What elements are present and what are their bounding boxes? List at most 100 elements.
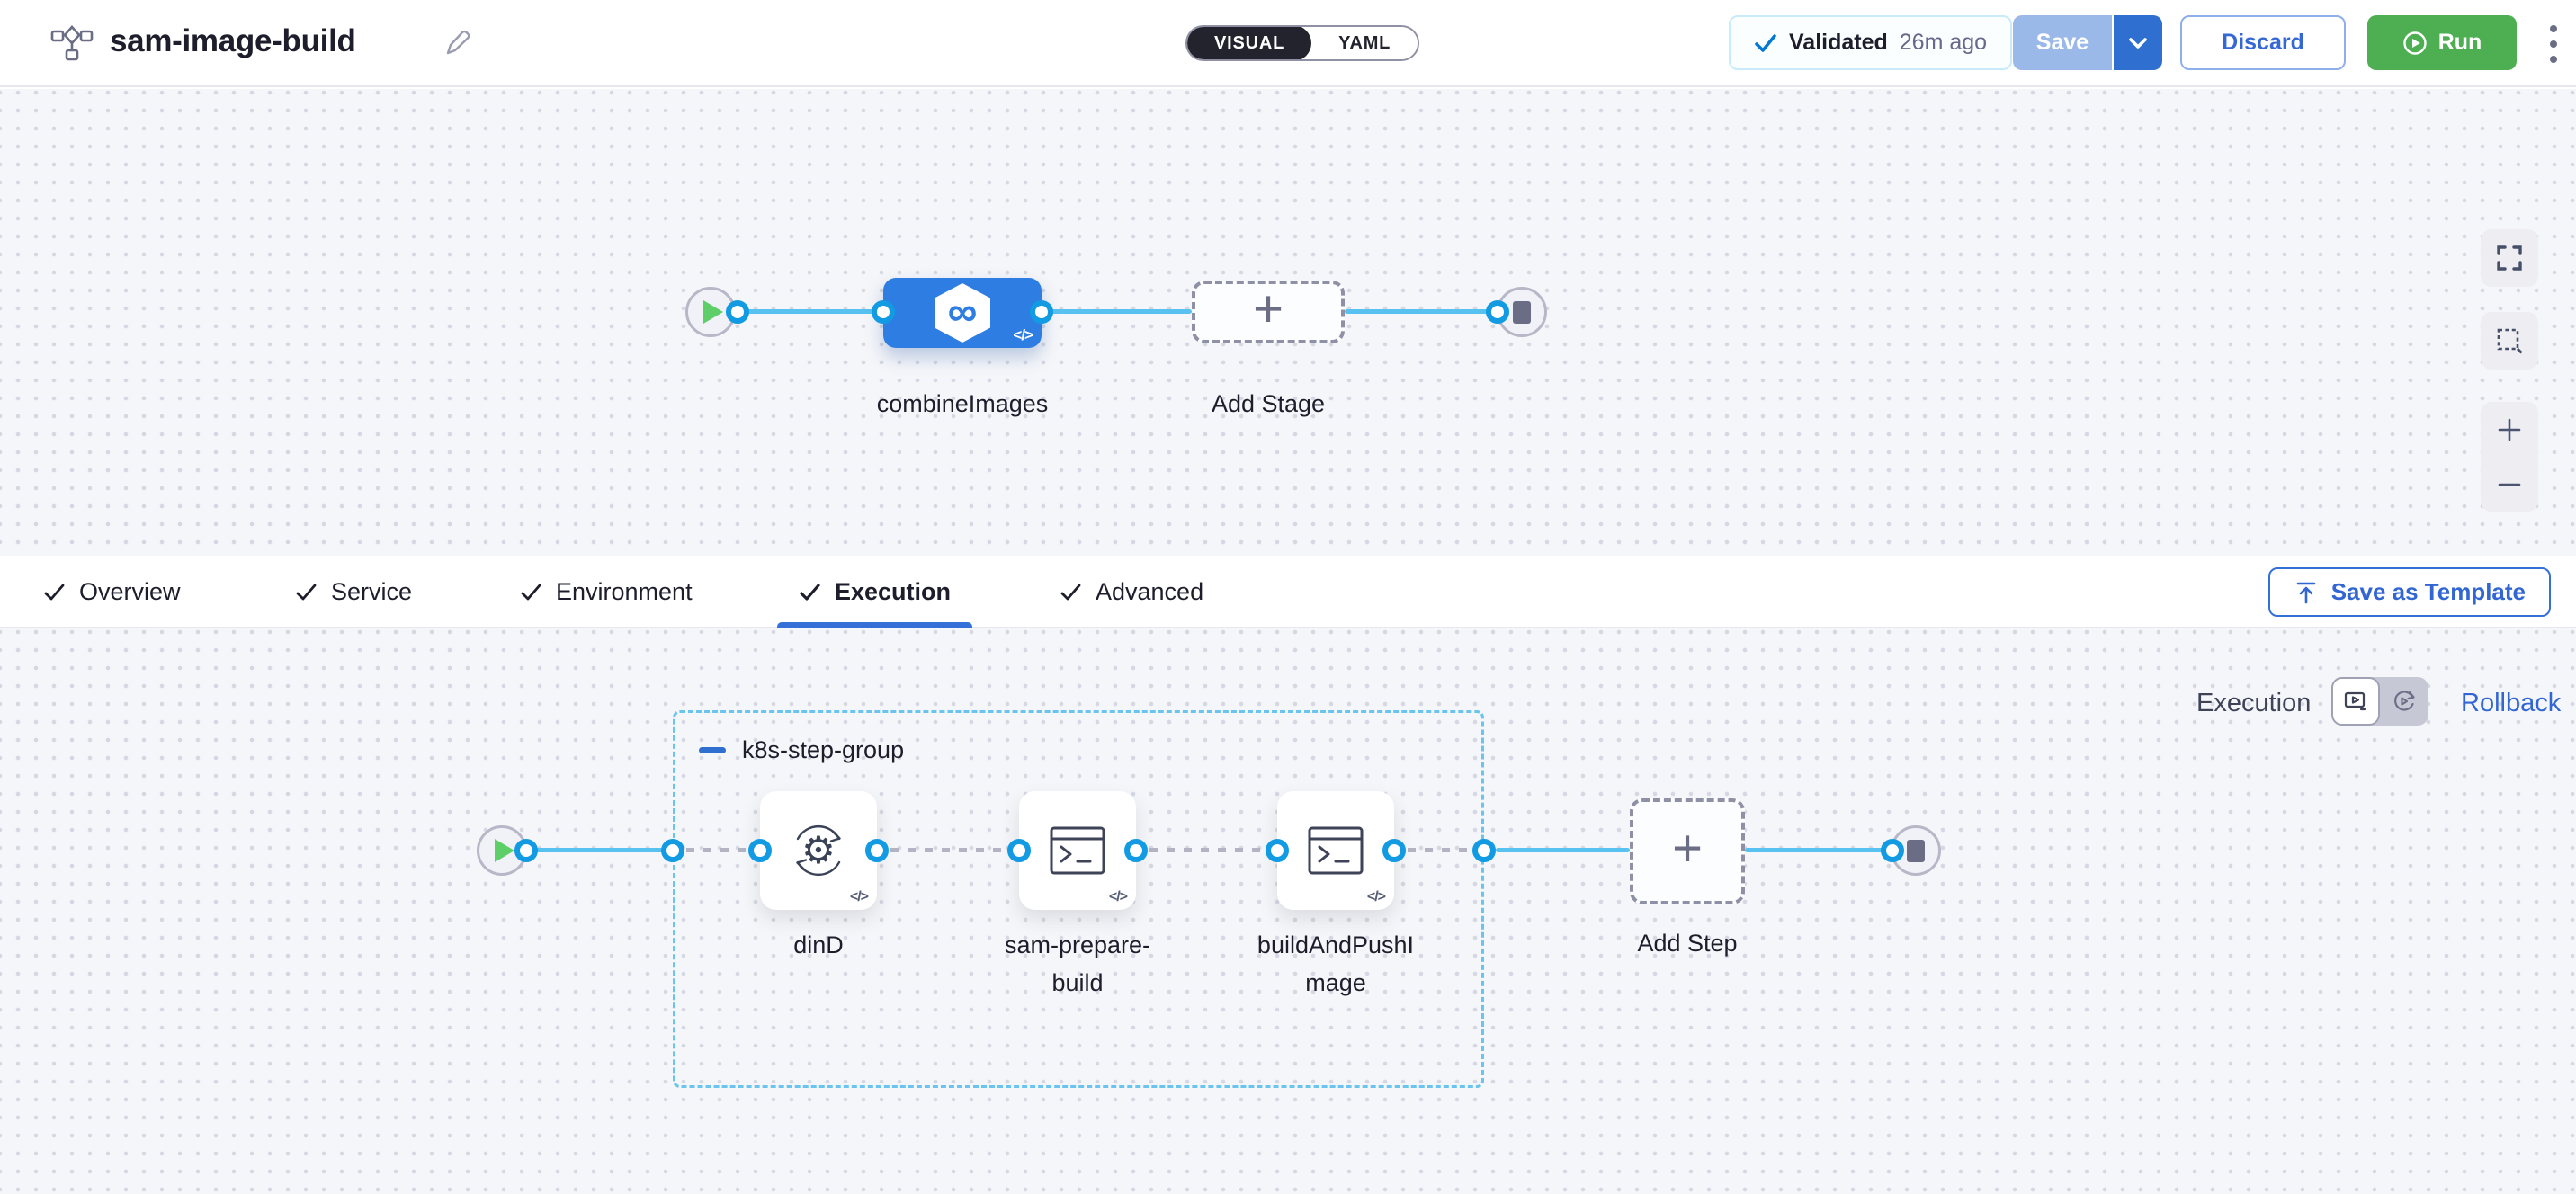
toggle-yaml[interactable]: YAML	[1311, 27, 1418, 59]
connector-dot[interactable]	[1382, 839, 1406, 862]
edge-line-dashed	[1149, 848, 1266, 852]
check-icon	[296, 584, 317, 600]
edge-line	[1496, 848, 1630, 852]
validated-label: Validated	[1789, 30, 1888, 55]
tab-environment[interactable]: Environment	[493, 556, 720, 628]
connector-dot[interactable]	[1007, 839, 1031, 862]
connector-dot[interactable]	[1266, 839, 1289, 862]
step-node-buildandpushimage[interactable]: </>	[1277, 791, 1394, 910]
plus-icon: +	[1253, 280, 1284, 338]
validated-check-icon	[1755, 33, 1776, 52]
plus-icon: +	[1672, 819, 1703, 878]
zoom-out-button[interactable]	[2481, 457, 2538, 512]
connector-dot[interactable]	[1472, 839, 1496, 862]
edge-line	[1345, 309, 1498, 314]
step-node-dind[interactable]: ⚙ </>	[760, 791, 877, 910]
validated-time: 26m ago	[1899, 30, 1988, 55]
stop-icon	[1513, 300, 1531, 324]
toggle-visual[interactable]: VISUAL	[1187, 27, 1312, 59]
edge-line-dashed	[686, 848, 748, 852]
step-group-k8s[interactable]: k8s-step-group	[673, 710, 1484, 1088]
tab-advanced[interactable]: Advanced	[1033, 556, 1230, 628]
step-node-sam-prepare-build[interactable]: </>	[1019, 791, 1136, 910]
edit-title-icon[interactable]	[443, 27, 473, 58]
step-label: sam-prepare-build	[1004, 931, 1151, 996]
save-split-button: Save	[2013, 15, 2162, 70]
stage-graph-canvas[interactable]: ∞ </> + combineImages Add Stage	[0, 89, 2576, 556]
add-step-button[interactable]: +	[1630, 798, 1745, 904]
zoom-controls	[2481, 402, 2538, 512]
save-divider	[2112, 15, 2114, 70]
stage-tab-bar: Overview Service Environment Execution A…	[0, 556, 2576, 628]
step-code-icon[interactable]: </>	[849, 889, 869, 904]
save-as-template-button[interactable]: Save as Template	[2267, 567, 2551, 617]
template-upload-icon	[2296, 582, 2315, 603]
edge-line	[1049, 309, 1192, 314]
more-options-kebab-icon[interactable]	[2538, 20, 2569, 68]
check-icon	[800, 583, 820, 601]
add-stage-label: Add Stage	[1211, 390, 1326, 417]
stage-start-node[interactable]	[685, 287, 736, 337]
connector-dot[interactable]	[748, 839, 772, 862]
zoom-in-button[interactable]	[2481, 402, 2538, 457]
execution-mode-label: Execution	[2196, 689, 2312, 717]
connector-dot[interactable]	[1124, 839, 1148, 862]
step-group-name: k8s-step-group	[742, 736, 905, 763]
shell-script-icon	[1050, 826, 1105, 875]
step-group-header[interactable]: k8s-step-group	[699, 736, 904, 764]
connector-dot[interactable]	[865, 839, 889, 862]
connector-dot[interactable]	[726, 300, 749, 324]
save-dropdown-button[interactable]	[2114, 15, 2162, 70]
stage-code-icon[interactable]: </>	[1013, 326, 1033, 343]
multi-select-button[interactable]	[2481, 312, 2538, 370]
connector-dot[interactable]	[1881, 839, 1904, 862]
start-play-icon	[495, 839, 514, 862]
docker-in-docker-icon: ⚙	[786, 818, 851, 883]
stage-node-combineimages[interactable]: ∞ </>	[883, 278, 1042, 348]
edge-line	[526, 848, 673, 852]
start-play-icon	[703, 300, 723, 324]
connector-dot[interactable]	[514, 839, 538, 862]
save-button[interactable]: Save	[2013, 15, 2112, 70]
step-label: buildAndPushImage	[1257, 931, 1415, 996]
fullscreen-button[interactable]	[2481, 229, 2538, 287]
step-code-icon[interactable]: </>	[1366, 889, 1386, 904]
execution-graph-canvas[interactable]: Execution Rollback k8s-step-group	[0, 628, 2576, 1194]
plus-icon	[2498, 418, 2521, 441]
stage-type-icon: ∞	[935, 283, 990, 343]
step-code-icon[interactable]: </>	[1108, 889, 1128, 904]
connector-dot[interactable]	[1030, 300, 1053, 324]
stage-label: combineImages	[876, 390, 1049, 417]
check-icon	[44, 584, 65, 600]
step-label: dinD	[793, 931, 844, 958]
tab-service[interactable]: Service	[268, 556, 439, 628]
tab-overview[interactable]: Overview	[16, 556, 208, 628]
pipeline-title: sam-image-build	[110, 23, 356, 58]
rollback-icon	[2394, 691, 2415, 711]
validated-badge[interactable]: Validated 26m ago	[1729, 15, 2013, 70]
connector-dot[interactable]	[1486, 300, 1509, 324]
edge-line	[738, 309, 883, 314]
edge-line	[1745, 848, 1892, 852]
minus-icon	[2498, 483, 2521, 486]
execution-mode-button[interactable]	[2331, 677, 2380, 726]
fullscreen-icon	[2497, 245, 2522, 271]
connector-dot[interactable]	[661, 839, 684, 862]
add-stage-button[interactable]: +	[1192, 281, 1345, 343]
discard-button[interactable]: Discard	[2180, 15, 2346, 70]
run-button[interactable]: Run	[2367, 15, 2517, 70]
collapse-group-icon[interactable]	[699, 747, 726, 753]
shell-script-icon	[1308, 826, 1364, 875]
check-icon	[1060, 584, 1081, 600]
rollback-mode-button[interactable]	[2380, 677, 2428, 726]
tab-execution[interactable]: Execution	[772, 556, 978, 628]
rollback-label[interactable]: Rollback	[2461, 689, 2562, 717]
execution-rollback-toggle	[2331, 677, 2428, 726]
header-bar: sam-image-build VISUAL YAML Validated 26…	[0, 0, 2576, 87]
run-label: Run	[2437, 30, 2482, 55]
execution-play-box-icon	[2344, 691, 2366, 711]
edge-line-dashed	[1408, 848, 1472, 852]
connector-dot[interactable]	[872, 300, 895, 324]
edge-line-dashed	[890, 848, 1007, 852]
